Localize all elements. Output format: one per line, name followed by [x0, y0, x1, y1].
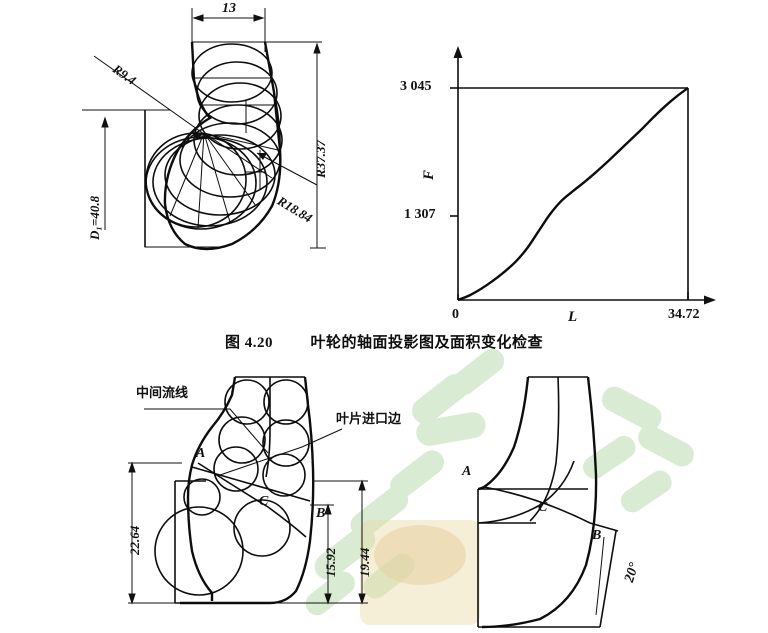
point-label-b: B [316, 506, 326, 521]
dimension-label-22-64: 22.64 [127, 525, 142, 555]
dimension-13-lines [191, 8, 266, 52]
chart-ytick-bottom: 1 307 [404, 207, 436, 222]
hub-outline [174, 480, 270, 604]
inscribed-circles [145, 43, 283, 230]
dimension-22-64-lines [128, 461, 182, 605]
point-label-a: A [462, 464, 472, 479]
point-label-c: C [259, 494, 269, 509]
chart-ytick-top: 3 045 [400, 79, 432, 94]
label-blade-inlet-edge: 叶片进口边 [336, 412, 402, 427]
dimension-19-44-lines [270, 479, 368, 605]
figure-top-left: 13 R9.4 R37.37 R18.84 D₁=40.8 [60, 0, 360, 310]
figure-bottom-right: A C B 20° [440, 365, 720, 633]
caption-text: 叶轮的轴面投影图及面积变化检查 [310, 333, 543, 351]
y-axis-arrow-icon [453, 46, 463, 58]
dimension-15-92-lines [310, 503, 334, 605]
dimension-label-19-44: 19.44 [357, 547, 372, 577]
chart-xtick-zero: 0 [452, 307, 459, 322]
callout-leaders [144, 408, 343, 476]
dimension-label-13: 13 [222, 1, 236, 16]
angle-20-lines [589, 522, 619, 628]
point-label-b: B [592, 528, 602, 543]
x-axis-arrow-icon [704, 295, 716, 305]
chart-xlabel: L [568, 309, 578, 325]
bottom-right-drawing [477, 376, 619, 629]
construction-lines [169, 77, 279, 229]
point-label-a: A [196, 446, 206, 461]
chart-xtick-max: 34.72 [668, 307, 700, 322]
dimension-label-15-92: 15.92 [323, 547, 338, 577]
chart-ylabel: F [421, 169, 437, 180]
figure-caption: 图 4.20 叶轮的轴面投影图及面积变化检查 [0, 331, 768, 352]
chart-y-axis [453, 46, 463, 300]
figure-bottom-left: 中间流线 叶片进口边 A C B 22.64 15.92 19.44 [120, 365, 410, 633]
leader-r9-4 [93, 55, 205, 135]
dimension-label-d1: D₁=40.8 [87, 195, 102, 240]
point-label-c: C [538, 500, 548, 515]
inscribed-circles [154, 379, 310, 596]
impeller-profile [144, 41, 282, 251]
caption-figure-number: 图 4.20 [225, 335, 274, 351]
dimension-label-r37-37: R37.37 [313, 140, 328, 178]
dimension-r37-lines [310, 42, 326, 249]
meridional-contour [180, 376, 315, 605]
dimension-d1-lines [82, 109, 170, 230]
chart-data-curve [457, 87, 689, 302]
chart-x-axis [458, 295, 716, 305]
leader-r18-84 [256, 152, 318, 186]
streamline-curves [191, 462, 311, 538]
flow-passage-contour [477, 376, 598, 629]
area-variation-chart [450, 46, 716, 305]
bottom-left-drawing [128, 376, 368, 605]
label-middle-streamline: 中间流线 [136, 386, 189, 401]
figure-top-right-chart: 3 045 1 307 F 0 34.72 L [400, 20, 730, 325]
top-left-drawing [82, 8, 326, 251]
streamline-a-c-b [477, 460, 591, 524]
